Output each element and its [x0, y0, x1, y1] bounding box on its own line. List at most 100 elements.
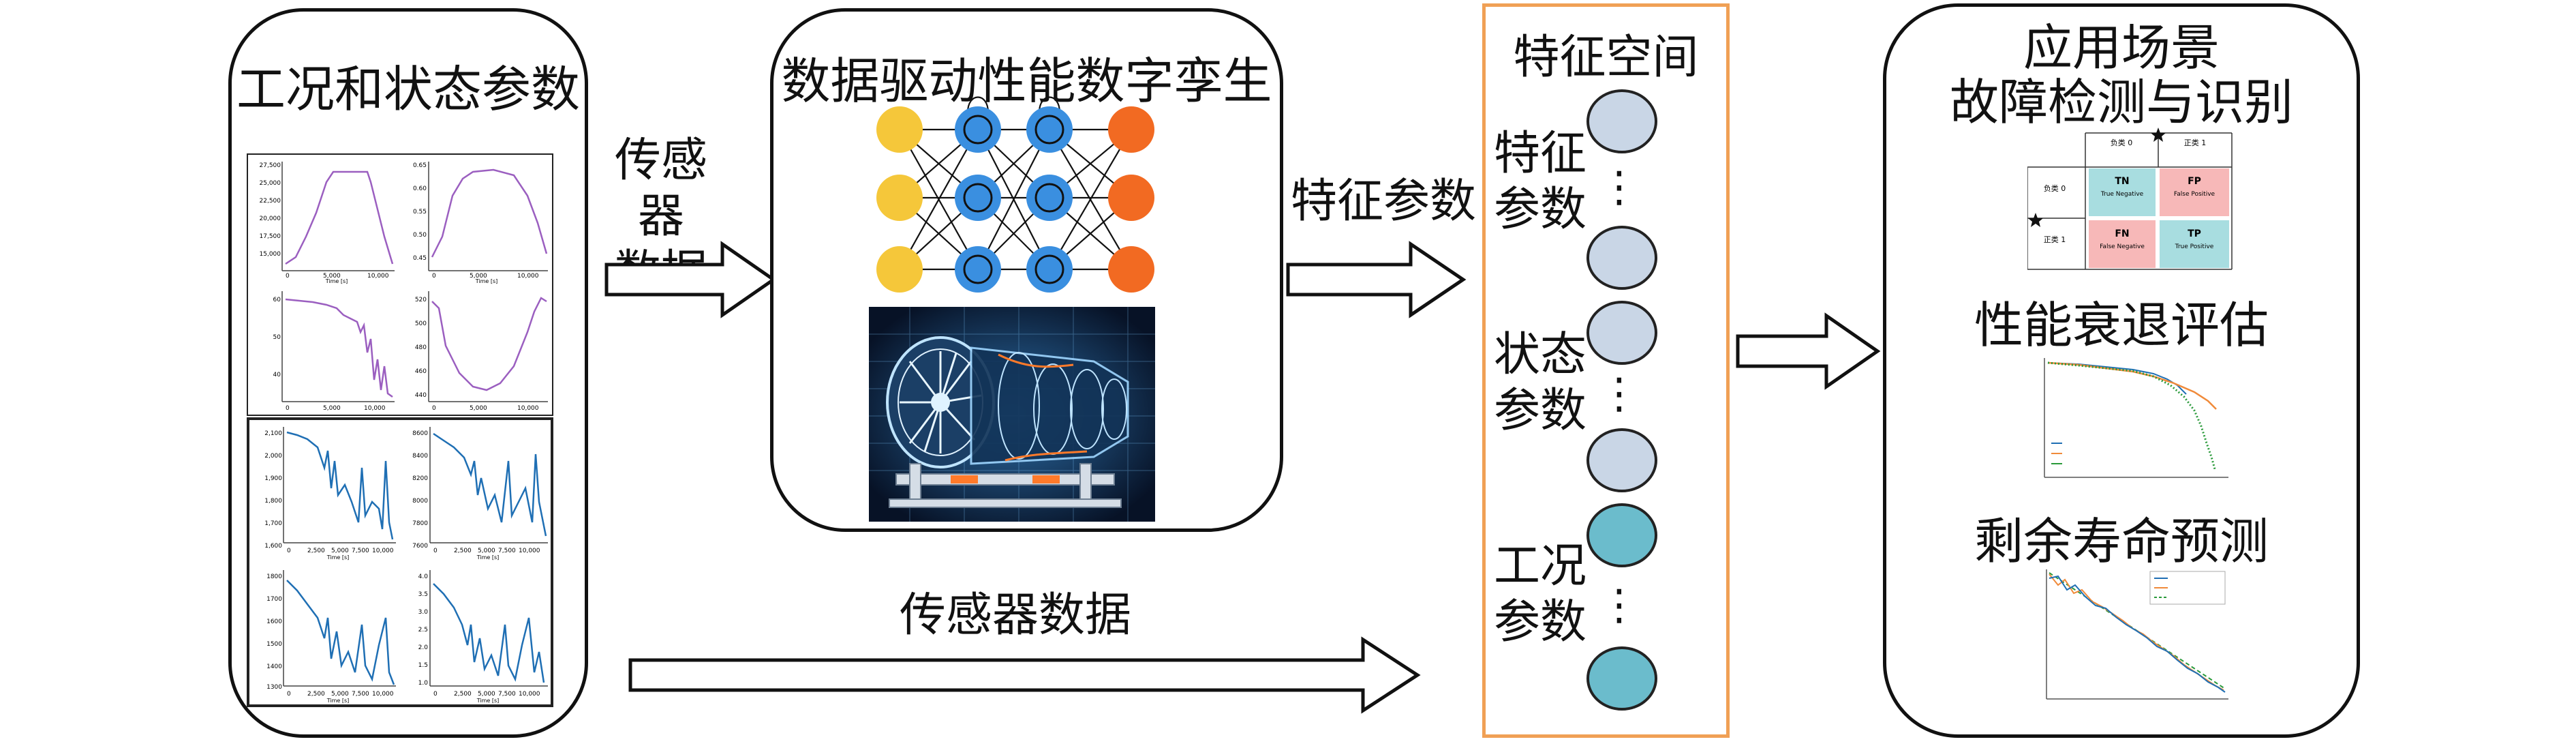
tick: 22,500 [260, 198, 281, 205]
bquad-3: 1800 1700 1600 1500 1400 1300 0 2,500 5,… [266, 570, 396, 704]
input-node [876, 246, 923, 293]
hidden-node [1026, 175, 1073, 221]
tick: 17,500 [260, 233, 281, 240]
tick: 2,100 [264, 430, 282, 437]
tick: 5,000 [478, 548, 495, 554]
fp-sub: False Positive [2174, 191, 2215, 198]
input-node [876, 175, 923, 221]
tick: 2,000 [264, 453, 282, 460]
tick: 2,500 [307, 548, 325, 554]
axis-label: Time [s] [326, 554, 350, 561]
tick: 0 [286, 405, 290, 412]
arrow-to-applications [1736, 312, 1881, 390]
tick: 8600 [412, 430, 428, 437]
engine-wireframe-graphic [869, 307, 1155, 522]
tick: 0.65 [413, 162, 427, 169]
tick: 1400 [266, 663, 282, 670]
output-node [1108, 246, 1154, 293]
degradation-chart [2044, 358, 2228, 478]
rul-legend [2149, 571, 2226, 605]
tick: 1800 [266, 573, 282, 580]
tick: 4.0 [418, 573, 429, 580]
state-parameter-chart-grid: 27,500 25,000 22,500 20,000 17,500 15,00… [247, 153, 553, 416]
hidden-node [1026, 246, 1073, 293]
hidden-layer-1 [955, 106, 1001, 293]
tick: 2.0 [418, 644, 429, 651]
tick: 0 [433, 691, 438, 698]
tick: 5,000 [470, 273, 487, 280]
tick: 460 [415, 368, 427, 375]
tick: 10,000 [519, 691, 540, 698]
quad-4: 520 500 480 460 440 0 5,000 10,000 [415, 291, 548, 412]
ellipsis: ⋮ [1598, 580, 1640, 629]
tick: 0.45 [413, 255, 427, 262]
tick: 10,000 [519, 548, 540, 554]
axis-label: Time [s] [325, 278, 348, 284]
feature-parameter-label: 特征参数 [1290, 175, 1476, 228]
tick: 27,500 [260, 162, 281, 169]
bquad-4: 4.0 3.5 3.0 2.5 2.0 1.5 1.0 0 2,500 5,00… [418, 570, 548, 704]
axis-label: Time [s] [475, 278, 498, 284]
tick: 2.5 [418, 627, 428, 633]
fault-detection-title: 故障检测与识别 [1949, 74, 2293, 131]
input-node [876, 106, 923, 153]
tick: 5,000 [331, 691, 349, 698]
sensor-data-bottom-label: 传感器数据 [899, 588, 1131, 642]
fp-label: FP [2188, 176, 2201, 187]
bquad-1: 2,100 2,000 1,900 1,800 1,700 1,600 0 2,… [264, 427, 396, 561]
degradation-series-blue [2047, 362, 2187, 395]
tick: 10,000 [372, 691, 394, 698]
tick: 520 [415, 297, 427, 303]
tick: 1500 [266, 641, 282, 648]
output-node [1108, 106, 1154, 153]
condition-node [1586, 503, 1657, 567]
ellipsis: ⋮ [1598, 368, 1640, 418]
tick: 7,500 [352, 691, 369, 698]
tick: 3.5 [418, 591, 428, 598]
fn-sub: False Negative [2100, 243, 2145, 250]
tick: 0.55 [413, 209, 427, 215]
tick: 0.60 [413, 185, 427, 192]
tick: 1300 [266, 684, 282, 691]
tn-sub: True Negative [2100, 191, 2144, 198]
tick: 15,000 [260, 251, 281, 258]
tick: 480 [415, 344, 427, 351]
tick: 10,000 [517, 273, 539, 280]
axis-label: Time [s] [326, 698, 350, 704]
tick: 7,500 [352, 548, 369, 554]
digital-twin-title: 数据驱动性能数字孪生 [781, 53, 1272, 110]
feature-node [1586, 226, 1657, 290]
degradation-series-green [2047, 361, 2216, 470]
tick: 7600 [412, 543, 428, 550]
tick: 8400 [412, 453, 428, 460]
rul-prediction-chart [2046, 569, 2228, 700]
tn-label: TN [2115, 176, 2129, 187]
fn-cell [2089, 220, 2156, 268]
state-group-label: 状态 参数 [1493, 328, 1586, 438]
tick: 1.0 [418, 680, 429, 687]
tick: 0 [286, 273, 290, 280]
col-header: 负类 0 [2111, 138, 2133, 147]
purple-series-charts: 27,500 25,000 22,500 20,000 17,500 15,00… [260, 162, 548, 412]
tick: 2,500 [307, 691, 325, 698]
blue-series-charts: 2,100 2,000 1,900 1,800 1,700 1,600 0 2,… [264, 427, 548, 704]
tick: 1700 [266, 596, 282, 603]
quad-2: 0.65 0.60 0.55 0.50 0.45 0 5,000 10,000 … [413, 162, 548, 284]
tick: 1,900 [264, 475, 282, 482]
tick: 0 [432, 273, 436, 280]
tick: 8200 [412, 475, 428, 482]
tick: 0.50 [413, 232, 427, 239]
tick: 1,600 [264, 543, 282, 550]
tick: 60 [273, 297, 281, 303]
tick: 0 [287, 691, 291, 698]
arrow-sensor-to-feature-space [628, 636, 1421, 714]
tick: 10,000 [372, 548, 394, 554]
feature-space-title: 特征空间 [1513, 31, 1699, 85]
tick: 440 [415, 392, 427, 399]
star-icon [2028, 213, 2043, 227]
tick: 2,500 [454, 548, 472, 554]
hidden-layer-2 [1026, 106, 1073, 293]
tick: 1.5 [418, 662, 428, 669]
degradation-legend [2051, 443, 2062, 464]
tick: 50 [273, 334, 281, 341]
